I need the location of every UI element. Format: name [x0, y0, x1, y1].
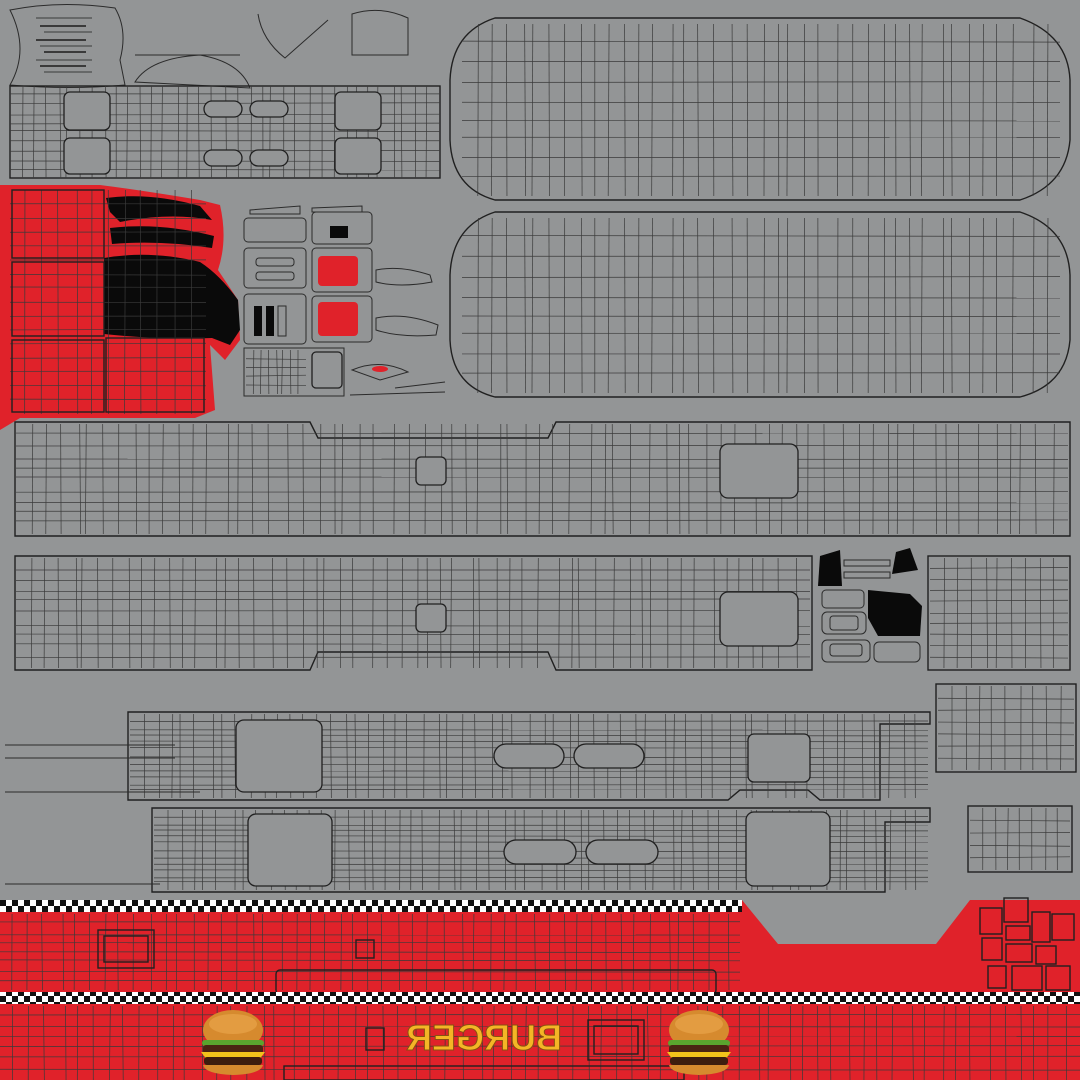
- side-panel-lower: [14, 555, 813, 671]
- side-panel-upper: [14, 421, 1071, 537]
- red-box-cluster: [979, 897, 1075, 991]
- small-grid-blocks-right: [935, 683, 1077, 873]
- top-left-small-pieces: [9, 3, 409, 89]
- top-left-frame-piece: [9, 85, 441, 179]
- red-strip-lower: [0, 992, 1080, 1080]
- roof-panel-top: [449, 17, 1071, 201]
- red-strip-upper: [0, 897, 1080, 995]
- cheeseburger-icon: [667, 1010, 731, 1075]
- side-panel-right-end: [927, 555, 1071, 671]
- lower-frame-piece-1: [5, 711, 931, 801]
- door-parts-cluster: [818, 548, 922, 663]
- lower-frame-piece-2: [5, 807, 931, 893]
- cheeseburger-icon: [201, 1010, 265, 1075]
- red-seat-texture: [0, 185, 240, 430]
- burger-logo-text: BURGER: [406, 1017, 562, 1058]
- wire-lines-top-left: [36, 17, 92, 73]
- roof-panel-bottom: [449, 211, 1071, 398]
- small-parts-cluster: [243, 205, 446, 397]
